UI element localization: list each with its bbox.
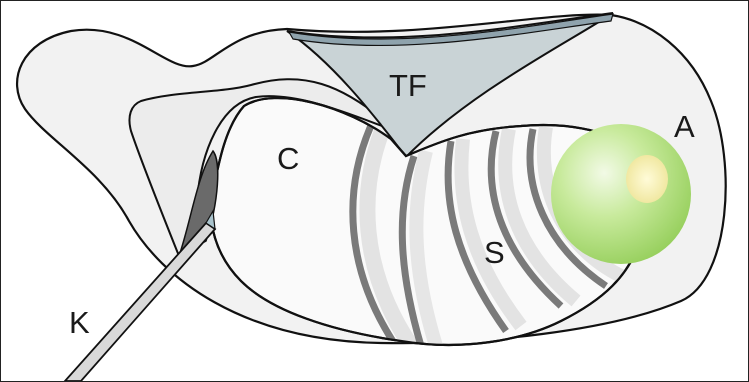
label-a: A xyxy=(674,109,695,144)
label-k: K xyxy=(69,305,90,340)
sphere xyxy=(551,124,691,264)
label-tf: TF xyxy=(389,68,427,103)
label-s: S xyxy=(484,235,505,270)
instrument-shaft xyxy=(65,223,215,381)
label-c: C xyxy=(277,141,299,176)
sphere-highlight xyxy=(626,155,668,203)
